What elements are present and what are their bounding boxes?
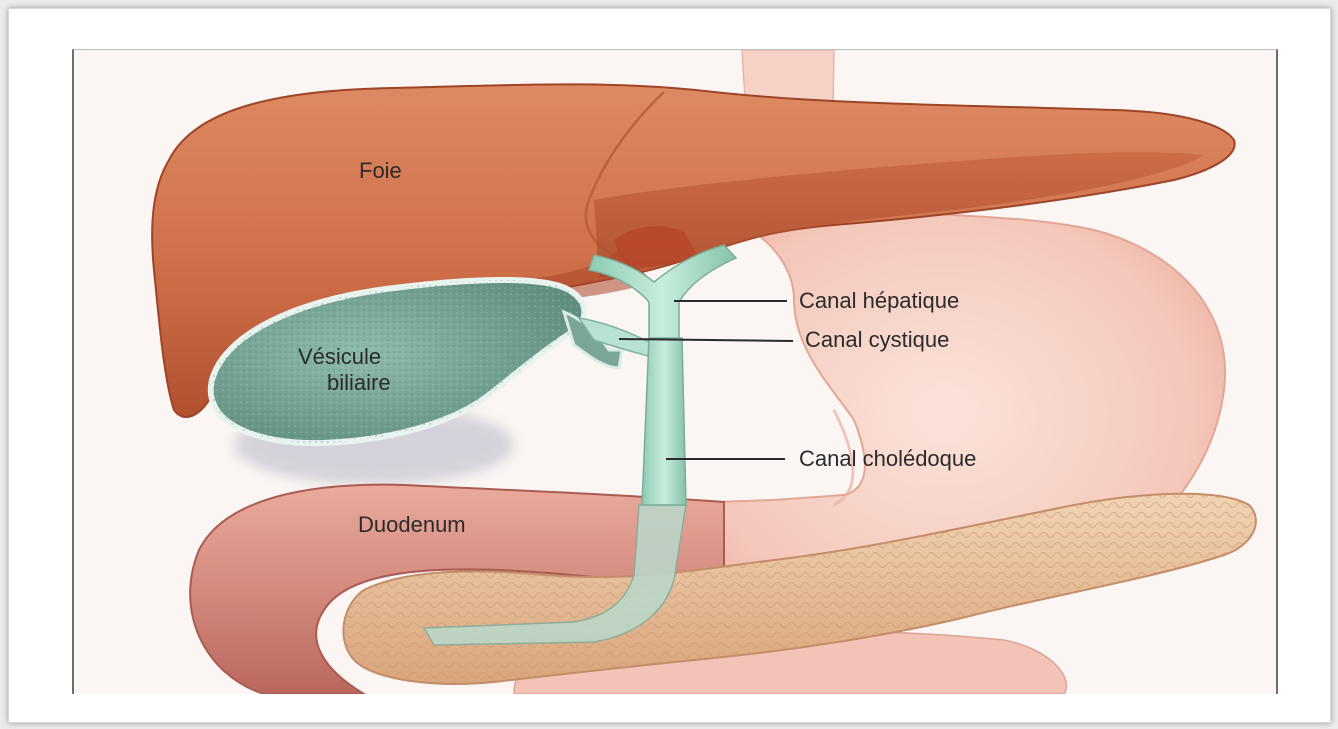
- biliary-anatomy-diagram: Foie Vésicule biliaire Canal hépatique C…: [74, 50, 1276, 694]
- common-bile-duct: [642, 338, 686, 505]
- label-liver: Foie: [359, 158, 402, 183]
- label-cystic-duct: Canal cystique: [805, 327, 949, 352]
- label-gallbladder-line1: Vésicule: [298, 344, 381, 369]
- label-gallbladder-line2: biliaire: [327, 370, 391, 395]
- label-common-bile-duct: Canal cholédoque: [799, 446, 976, 471]
- label-duodenum: Duodenum: [358, 512, 466, 537]
- anatomy-illustration-frame: Foie Vésicule biliaire Canal hépatique C…: [72, 49, 1278, 694]
- label-hepatic-duct: Canal hépatique: [799, 288, 959, 313]
- image-card: Foie Vésicule biliaire Canal hépatique C…: [8, 8, 1331, 723]
